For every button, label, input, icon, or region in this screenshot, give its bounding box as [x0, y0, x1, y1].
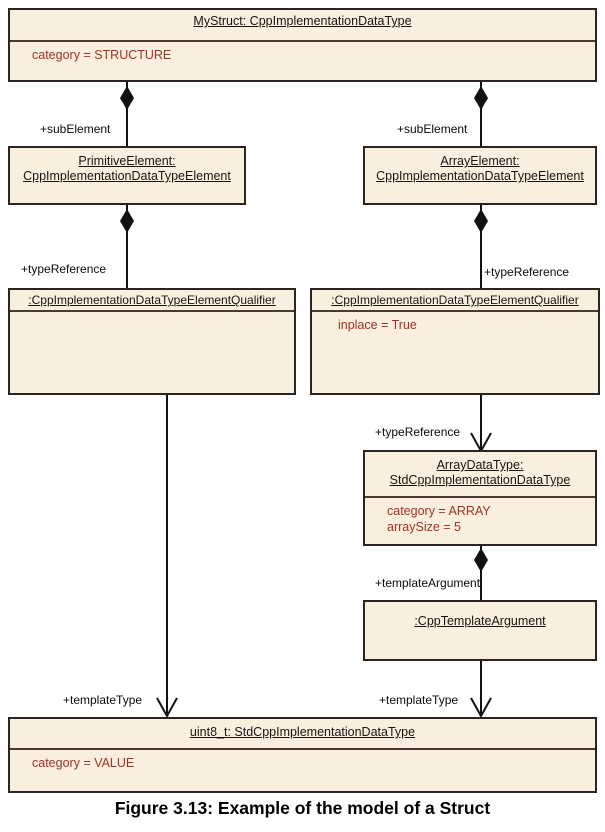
title-attribute-divider	[365, 496, 595, 498]
class-title-line: StdCppImplementationDataType	[389, 473, 571, 487]
class-title-uint8t: uint8_t: StdCppImplementationDataType	[10, 719, 595, 748]
class-title-cpp-template-argument: :CppTemplateArgument	[365, 602, 595, 632]
class-attributes-mystruct: category = STRUCTURE	[10, 42, 595, 63]
class-title-line: ArrayElement:	[440, 154, 520, 168]
class-title-line: :CppImplementationDataTypeElementQualifi…	[331, 293, 579, 307]
composition-diamond-right	[474, 86, 488, 110]
composition-diamond-left	[120, 86, 134, 110]
class-title-array-element: ArrayElement: CppImplementationDataTypeE…	[365, 148, 595, 187]
edge-label-sub-element-left: +subElement	[40, 122, 111, 136]
title-attribute-divider	[312, 310, 598, 312]
open-arrow-left-template-type	[156, 697, 178, 719]
class-box-left-qualifier[interactable]: :CppImplementationDataTypeElementQualifi…	[8, 288, 296, 395]
class-box-array-datatype[interactable]: ArrayDataType: StdCppImplementationDataT…	[363, 450, 597, 546]
edge-label-template-argument: +templateArgument	[375, 576, 481, 590]
class-box-primitive-element[interactable]: PrimitiveElement: CppImplementationDataT…	[8, 146, 246, 205]
composition-diamond-primitive	[120, 209, 134, 233]
attribute-row: arraySize = 5	[387, 520, 461, 534]
class-title-line: ArrayDataType:	[436, 458, 524, 472]
edge-label-template-type-right: +templateType	[379, 693, 459, 707]
edge-label-type-reference-array: +typeReference	[375, 425, 461, 439]
class-title-line: :CppTemplateArgument	[414, 614, 546, 628]
title-attribute-divider	[10, 40, 595, 42]
title-attribute-divider	[10, 748, 595, 750]
class-title-line: MyStruct: CppImplementationDataType	[193, 14, 412, 28]
edge-label-type-reference-left: +typeReference	[21, 262, 107, 276]
class-box-mystruct[interactable]: MyStruct: CppImplementationDataType cate…	[8, 8, 597, 82]
class-title-line: uint8_t: StdCppImplementationDataType	[189, 725, 416, 739]
class-title-array-datatype: ArrayDataType: StdCppImplementationDataT…	[365, 452, 595, 491]
title-attribute-divider	[10, 310, 294, 312]
class-title-mystruct: MyStruct: CppImplementationDataType	[10, 10, 595, 40]
class-title-right-qualifier: :CppImplementationDataTypeElementQualifi…	[312, 290, 598, 310]
class-box-right-qualifier[interactable]: :CppImplementationDataTypeElementQualifi…	[310, 288, 600, 395]
composition-diamond-array	[474, 209, 488, 233]
class-attributes-right-qualifier: inplace = True	[312, 312, 598, 333]
open-arrow-right-template-type	[470, 697, 492, 719]
open-arrow-type-reference-array	[470, 432, 492, 454]
attribute-row: category = ARRAY	[387, 504, 491, 518]
class-attributes-uint8t: category = VALUE	[10, 750, 595, 771]
class-title-line: CppImplementationDataTypeElement	[23, 169, 231, 183]
class-title-line: CppImplementationDataTypeElement	[376, 169, 584, 183]
class-box-uint8t[interactable]: uint8_t: StdCppImplementationDataType ca…	[8, 717, 597, 793]
edge-label-type-reference-right: +typeReference	[484, 265, 570, 279]
composition-diamond-array-datatype	[474, 548, 488, 572]
class-attributes-array-datatype: category = ARRAY arraySize = 5	[365, 498, 595, 535]
class-title-left-qualifier: :CppImplementationDataTypeElementQualifi…	[10, 290, 294, 310]
edge-label-sub-element-right: +subElement	[397, 122, 468, 136]
attribute-row: inplace = True	[338, 318, 417, 332]
figure-caption: Figure 3.13: Example of the model of a S…	[114, 798, 491, 818]
class-box-array-element[interactable]: ArrayElement: CppImplementationDataTypeE…	[363, 146, 597, 205]
class-title-primitive-element: PrimitiveElement: CppImplementationDataT…	[10, 148, 244, 187]
class-title-line: :CppImplementationDataTypeElementQualifi…	[28, 293, 276, 307]
attribute-row: category = STRUCTURE	[32, 48, 172, 62]
class-box-cpp-template-argument[interactable]: :CppTemplateArgument	[363, 600, 597, 661]
class-title-line: PrimitiveElement:	[78, 154, 176, 168]
attribute-row: category = VALUE	[32, 756, 135, 770]
edge-label-template-type-left: +templateType	[63, 693, 143, 707]
